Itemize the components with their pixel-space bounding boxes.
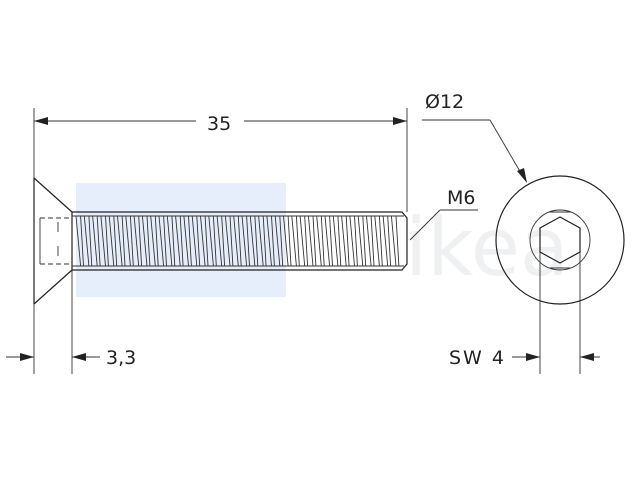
highlight-region	[76, 183, 286, 297]
head-diameter-label: Ø12	[425, 91, 464, 113]
head-height-dimension: 3,3	[6, 270, 136, 374]
head-diameter-dimension: Ø12	[422, 91, 527, 183]
thread-callout: M6	[409, 187, 478, 241]
thread-lines	[75, 215, 400, 267]
thread-label: M6	[447, 187, 475, 209]
socket-size-label: SW 4	[449, 347, 506, 369]
length-dimension: 35	[33, 108, 408, 212]
thread-pattern	[75, 215, 400, 267]
screw-end-view	[495, 175, 625, 305]
watermark-text: ikea	[405, 201, 569, 294]
head-height-label: 3,3	[106, 347, 136, 369]
screw-side-view	[33, 177, 408, 305]
length-label: 35	[207, 113, 231, 135]
socket-size-dimension: SW 4	[449, 252, 600, 374]
